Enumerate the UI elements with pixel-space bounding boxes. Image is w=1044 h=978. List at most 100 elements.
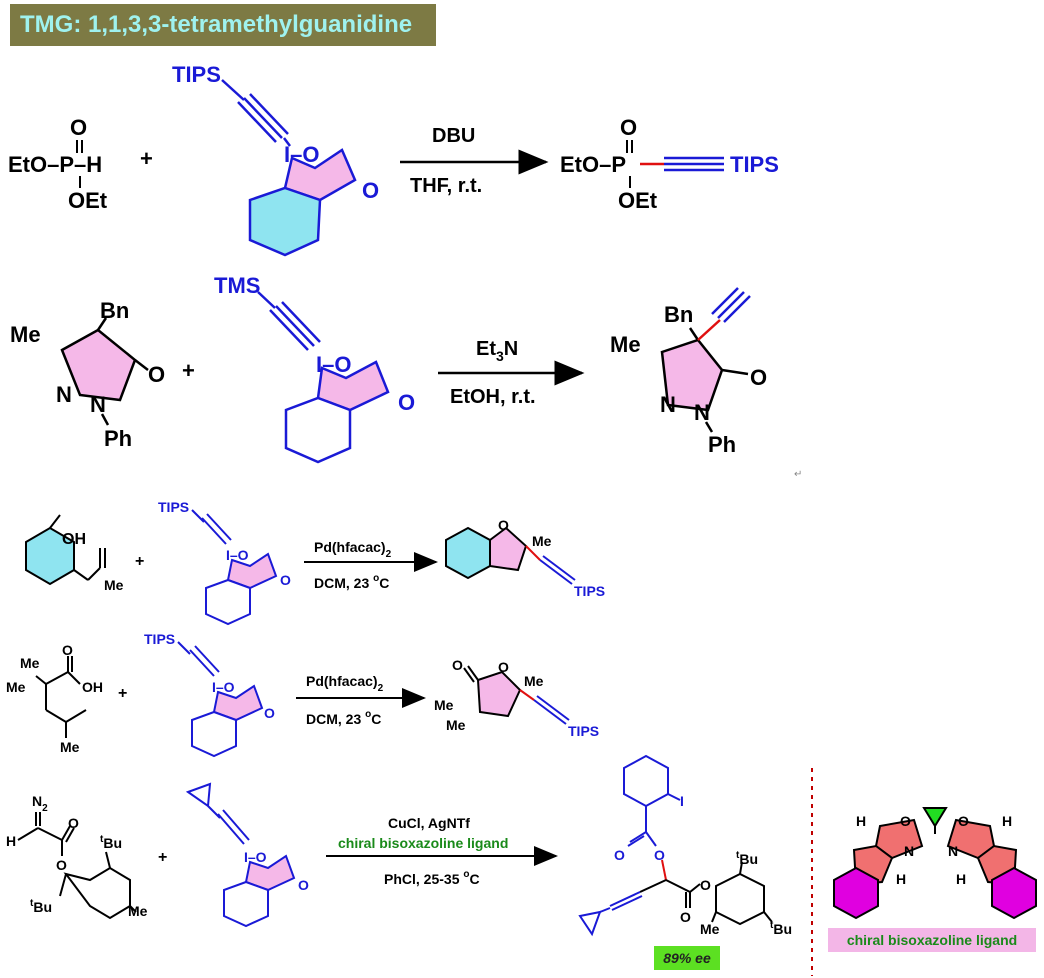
- methyl-1: Me: [20, 655, 40, 671]
- carbonyl-oxygen: O: [62, 642, 73, 658]
- ester-carbonyl-oxygen: O: [68, 815, 79, 831]
- phosphite-oet: OEt: [68, 188, 108, 213]
- ligand-h-1: H: [856, 813, 866, 829]
- dihydrofuran-ring: [489, 526, 528, 572]
- reagent-pd: Pd(hfacac)2: [306, 673, 384, 694]
- return-mark: ↵: [794, 469, 802, 480]
- conditions: PhCl, 25-35 oC: [384, 869, 480, 887]
- hydroxy-label: OH: [62, 531, 86, 548]
- carbonyl-oxygen: O: [280, 572, 291, 588]
- plus-sign: +: [135, 553, 144, 570]
- oxazoline-ring-left: [874, 818, 924, 860]
- iodine-oxygen: I–O: [284, 142, 319, 167]
- reagent-copper: CuCl, AgNTf: [388, 815, 470, 831]
- lactone-ring: [476, 670, 522, 718]
- product-oxygen-3: O: [680, 909, 691, 925]
- product-oxygen-4: O: [700, 877, 711, 893]
- hydroxy-label: OH: [82, 679, 103, 695]
- product-phosphonate: EtO–P: [560, 152, 626, 177]
- reaction-1: O EtO–P–H OEt + TIPS I–O O DBU THF, r.t.…: [8, 62, 779, 257]
- hydrogen-label: H: [6, 833, 16, 849]
- product-methyl-1: Me: [524, 673, 544, 689]
- product-silyl: TIPS: [574, 583, 605, 599]
- aryl-methyl: Me: [128, 903, 148, 919]
- product-silyl: TIPS: [568, 723, 599, 739]
- product-aryl-ring: [715, 872, 765, 926]
- reagent-et3n: Et3N: [476, 338, 518, 364]
- carbonyl-oxygen: O: [362, 178, 379, 203]
- plus-sign: +: [140, 146, 153, 171]
- benzo-ring-left: [833, 866, 879, 920]
- product-oxygen-2: O: [654, 847, 665, 863]
- product-oxygen: O: [620, 115, 637, 140]
- iodobenzoyl-ring: [623, 754, 669, 808]
- plus-sign: +: [158, 849, 167, 866]
- benzene-ring: [248, 186, 322, 257]
- pyrazolone-oxygen: O: [148, 362, 165, 387]
- benzene-ring: [284, 396, 352, 464]
- reaction-3: OH Me + TIPS I–O O Pd(hfacac)2 DCM, 23 o…: [25, 499, 605, 626]
- conditions: EtOH, r.t.: [450, 386, 536, 408]
- ligand-oxygen-2: O: [958, 813, 969, 829]
- ligand-h-2: H: [1002, 813, 1012, 829]
- product-pyrazolone-ring: [660, 338, 724, 412]
- ebx-silyl-group: TIPS: [158, 499, 189, 515]
- product-methyl-3: Me: [446, 717, 466, 733]
- methyl-2: Me: [6, 679, 26, 695]
- product-oet: OEt: [618, 188, 658, 213]
- reaction-2: Bn Me N N O Ph + TMS I–O O Et3N EtOH, r.…: [10, 273, 802, 480]
- methyl-label: Me: [10, 322, 41, 347]
- product-cyclopropyl: [578, 910, 602, 937]
- phosphite-formula: EtO–P–H: [8, 152, 102, 177]
- ester-oxygen: O: [56, 857, 67, 873]
- iodine-oxygen: I–O: [212, 679, 235, 695]
- title-banner: TMG: 1,1,3,3-tetramethylguanidine: [10, 4, 436, 46]
- product-tbu-1: tBu: [736, 850, 758, 867]
- methyl-3: Me: [60, 739, 80, 755]
- carbonyl-oxygen: O: [398, 390, 415, 415]
- product-iodine: I: [680, 793, 684, 809]
- reagent-pd: Pd(hfacac)2: [314, 539, 392, 560]
- iodine-oxygen: I–O: [226, 547, 249, 563]
- ligand-reagent: chiral bisoxazoline ligand: [338, 835, 508, 851]
- bisoxazoline-ligand: H O O H N N H H: [833, 807, 1037, 920]
- plus-sign: +: [118, 685, 127, 702]
- oxazoline-ring-right: [946, 818, 996, 860]
- pyrazolone-ring: [60, 328, 137, 402]
- ligand-h-3: H: [896, 871, 906, 887]
- ebx-silyl-group: TMS: [214, 273, 260, 298]
- ligand-nitrogen-1: N: [904, 843, 914, 859]
- product-nitrogen-1: N: [660, 392, 676, 417]
- benzene-ring: [205, 578, 251, 626]
- product-phenyl: Ph: [708, 432, 736, 457]
- conditions: DCM, 23 oC: [314, 573, 389, 591]
- methyl-label: Me: [104, 577, 124, 593]
- benzene-ring: [191, 710, 237, 758]
- ebx-carbonyl-oxygen: O: [264, 705, 275, 721]
- conditions: DCM, 23 oC: [306, 709, 381, 727]
- product-silyl: TIPS: [730, 152, 779, 177]
- cyclopropyl-ring: [185, 782, 212, 808]
- ebx-silyl-group: TIPS: [144, 631, 175, 647]
- product-tbu-2: tBu: [770, 920, 792, 937]
- iodine-oxygen: I–O: [316, 352, 351, 377]
- reaction-4: Me Me O OH Me + TIPS I–O O Pd(hfacac)2 D…: [6, 631, 599, 758]
- nitrogen-1: N: [56, 382, 72, 407]
- product-oxygen: O: [498, 517, 509, 533]
- benzene-ring: [223, 880, 269, 928]
- ligand-nitrogen-2: N: [948, 843, 958, 859]
- product-methyl: Me: [610, 332, 641, 357]
- tbu-label-1: tBu: [100, 834, 122, 851]
- product-methyl: Me: [700, 921, 720, 937]
- plus-sign: +: [182, 358, 195, 383]
- nitrogen-2: N: [90, 392, 106, 417]
- benzofuran-ring: [445, 526, 491, 580]
- product-oxygen: O: [750, 365, 767, 390]
- product-nitrogen-2: N: [694, 400, 710, 425]
- cyclopropane-bridge: [922, 807, 948, 828]
- conditions: THF, r.t.: [410, 175, 482, 197]
- ligand-oxygen-1: O: [900, 813, 911, 829]
- product-oxygen-1: O: [614, 847, 625, 863]
- reagent-dbu: DBU: [432, 125, 475, 147]
